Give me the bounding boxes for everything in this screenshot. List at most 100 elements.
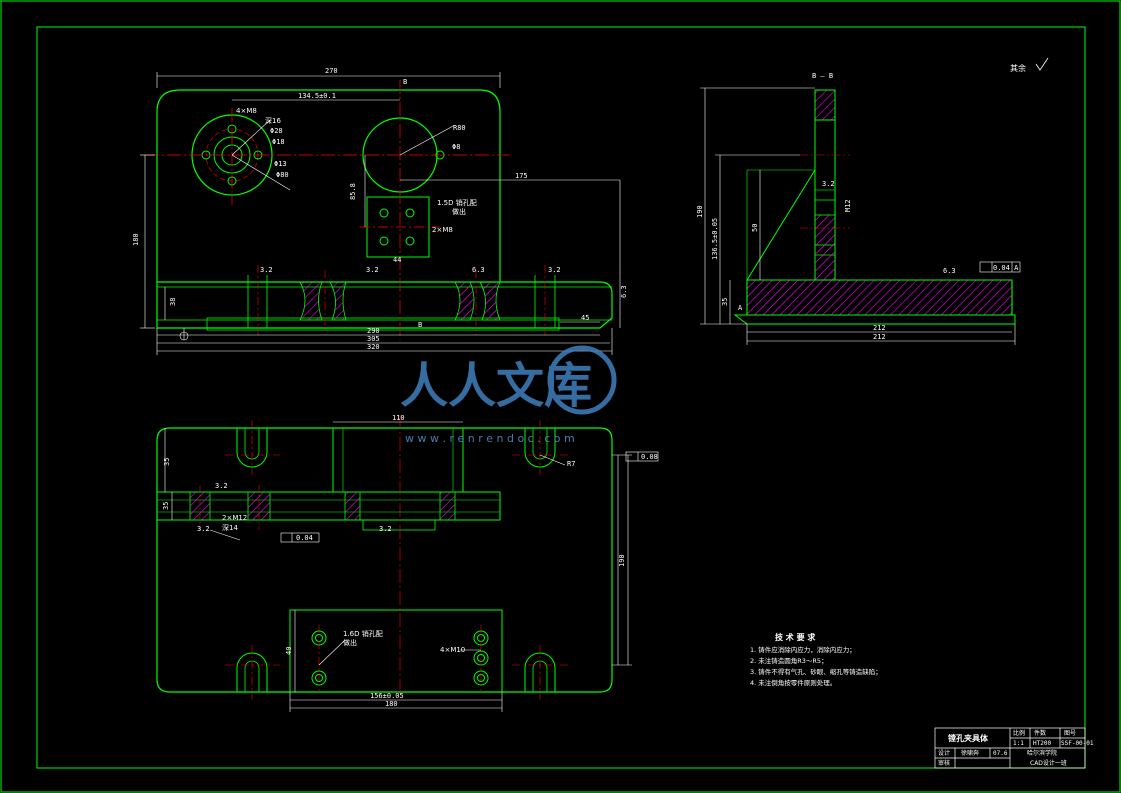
front-view-body	[156, 427, 613, 693]
section-mark-bottom: B	[418, 321, 422, 329]
front-roughness-1: 3.2	[215, 482, 228, 490]
callout-depth: 深16	[265, 116, 281, 125]
top-view-base	[156, 281, 613, 329]
scale-label: 比例	[1013, 729, 1025, 737]
designer-label: 设计	[938, 749, 950, 757]
inner-border	[36, 26, 1086, 769]
watermark-brand: 人人文库	[400, 358, 592, 414]
surface-roughness-mark: 其余	[1010, 57, 1049, 73]
slot-callout2: 做出	[452, 207, 466, 216]
design-date: 07.6	[993, 750, 1008, 757]
top-view	[140, 72, 621, 355]
drawing-no-value: SSF-00-01	[1061, 740, 1094, 747]
callout-d4: Φ80	[276, 171, 289, 179]
dim-width-1: 212	[873, 324, 886, 332]
material-value: HT200	[1033, 740, 1051, 747]
lower-callout: 1.6D 销孔配	[343, 629, 383, 638]
dim-front-left-2: 35	[162, 502, 170, 510]
surface-mark-text: 其余	[1010, 63, 1026, 73]
designer-name: 徐啸奔	[961, 749, 979, 757]
watermark: 人人文库 w w w . r e n r e n d o c . c o m	[400, 345, 617, 445]
title-block	[934, 727, 1086, 769]
dim-overall-width: 270	[325, 67, 338, 75]
dim-lower-2: 180	[385, 700, 398, 708]
checker-label: 审核	[938, 759, 950, 767]
section-roughness-2: 6.3	[943, 267, 956, 275]
callout-left2: 深14	[222, 523, 238, 532]
dim-right-height: 175	[515, 172, 528, 180]
section-view	[700, 87, 1021, 345]
front-view-labels: 110 35 35 190 R7 0.08 3.2 3.2 3.2 2×M12 …	[162, 414, 658, 708]
callout-4xm8: 4×M8	[236, 107, 257, 115]
section-upright-hatch	[814, 89, 836, 121]
notes-title: 技 术 要 求	[775, 632, 816, 642]
watermark-url: w w w . r e n r e n d o c . c o m	[405, 432, 575, 445]
tolerance-frame: 0.04 A	[993, 264, 1019, 272]
dim-width-2: 212	[873, 333, 886, 341]
notes-item-4: 4. 未注倒角按零件原则处理。	[750, 678, 836, 687]
drawing-no-label: 图号	[1064, 730, 1076, 737]
datum-a: A	[738, 304, 743, 312]
notes-item-3: 3. 铸件不得有气孔、砂眼、缩孔等铸造缺陷；	[750, 667, 882, 676]
roughness-right: 6.3	[620, 285, 628, 298]
dim-lower-left: 40	[285, 647, 293, 655]
front-view-lower-plate	[289, 609, 503, 693]
roughness-1: 3.2	[260, 266, 273, 274]
dim-side: 45	[581, 314, 589, 322]
callout-d2: Φ18	[272, 138, 285, 146]
notes-item-1: 1. 铸件应消除内应力，消除内应力；	[750, 645, 856, 654]
front-view	[156, 415, 659, 712]
dim-base-3: 320	[367, 343, 380, 351]
school-name: 哈尔滨学院	[1027, 749, 1057, 757]
slot-callout3: 2×M8	[432, 226, 453, 234]
callout-tol: 0.08	[641, 453, 658, 461]
callout-d3: Φ13	[274, 160, 287, 168]
dim-front-left-1: 35	[163, 458, 171, 466]
technical-notes: 技 术 要 求 1. 铸件应消除内应力，消除内应力； 2. 未注铸造圆角R3～R…	[750, 632, 882, 687]
lower-callout2: 做出	[343, 638, 357, 647]
dim-front-r: R7	[567, 460, 575, 468]
part-name: 镗孔夹具体	[948, 733, 989, 743]
lower-right-callout: 4×M10	[440, 646, 465, 654]
front-roughness-2: 3.2	[197, 525, 210, 533]
callout-r80: R80	[453, 124, 466, 132]
section-roughness-1: 3.2	[822, 180, 835, 188]
top-view-labels: 270 B 134.5±0.1 4×M8 深16 Φ28 Φ18 Φ13 Φ80…	[132, 67, 628, 351]
dim-lower-1: 156±0.05	[370, 692, 404, 700]
dim-inner-2: 50	[751, 224, 759, 232]
dim-section-base: 35	[721, 298, 729, 306]
section-view-labels: B — B 190 136.5±0.05 50 35 212 212 3.2 6…	[696, 72, 1019, 341]
roughness-4: 3.2	[548, 266, 561, 274]
dim-vertical-left: 180	[132, 233, 140, 246]
callout-d8: Φ8	[452, 143, 460, 151]
section-mark-top: B	[403, 78, 407, 86]
dim-hole-spacing: 134.5±0.1	[298, 92, 336, 100]
dim-front-top: 110	[392, 414, 405, 422]
roughness-3: 6.3	[472, 266, 485, 274]
notes-item-2: 2. 未注铸造圆角R3～R5；	[750, 656, 828, 665]
section-base-hatch	[746, 279, 1013, 316]
dim-base-2: 305	[367, 335, 380, 343]
qty-label: 件数	[1034, 729, 1046, 737]
section-label: B — B	[812, 72, 833, 80]
dim-inner-height: 136.5±0.05	[711, 218, 719, 260]
callout-frame: 0.04	[296, 534, 313, 542]
dim-total-height: 190	[696, 205, 704, 218]
dim-base-1: 290	[367, 327, 380, 335]
section-callout-small: M12	[844, 199, 852, 212]
dim-front-right: 190	[618, 554, 626, 567]
class-name: CAD设计一班	[1030, 759, 1067, 767]
dim-vertical-base: 38	[169, 298, 177, 306]
dim-vertical-small: 85.8	[349, 183, 357, 200]
slot-dim: 44	[393, 256, 401, 264]
front-roughness-3: 3.2	[379, 525, 392, 533]
callout-d1: Φ28	[270, 127, 283, 135]
title-block-text: 镗孔夹具体 比例 件数 图号 1:1 HT200 SSF-00-01 设计 徐啸…	[938, 729, 1094, 767]
callout-left: 2×M12	[222, 514, 247, 522]
roughness-2: 3.2	[366, 266, 379, 274]
top-view-body	[156, 89, 501, 282]
slot-callout: 1.5D 销孔配	[437, 198, 477, 207]
scale-value: 1:1	[1013, 740, 1024, 747]
